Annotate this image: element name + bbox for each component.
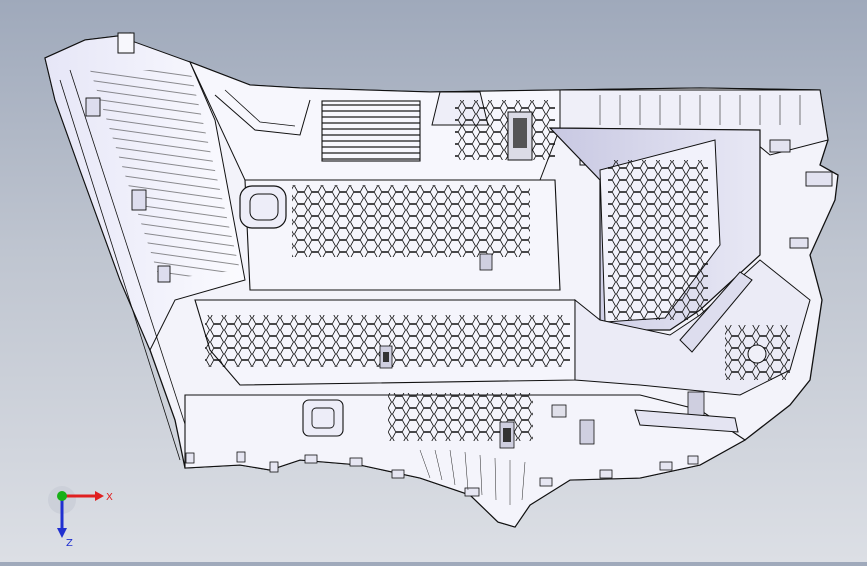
- bottom-edge-clips: [185, 451, 699, 497]
- x-axis-label: X: [106, 492, 113, 503]
- door-pull-cup: [239, 185, 287, 229]
- top-clip-tab: [117, 32, 135, 54]
- hex-texture-armrest: [608, 160, 708, 320]
- hex-texture-upper-insert: [292, 185, 530, 257]
- right-edge-clips: [769, 139, 833, 249]
- left-side-ribs: [90, 70, 240, 280]
- clip-connector-5: [687, 391, 705, 417]
- z-axis-label: Z: [66, 538, 73, 548]
- clip-connector-6: [551, 404, 567, 418]
- speaker-center: [747, 344, 767, 364]
- tweeter-grill: [321, 100, 421, 162]
- coordinate-triad: X Z: [48, 486, 113, 548]
- lower-pull-cup: [302, 399, 344, 437]
- hex-texture-upper-small: [455, 100, 555, 160]
- clip-connector-4: [579, 419, 595, 445]
- clip-connector-1: [479, 253, 493, 271]
- lower-right-trim: [634, 409, 739, 433]
- left-edge-clips: [85, 97, 171, 283]
